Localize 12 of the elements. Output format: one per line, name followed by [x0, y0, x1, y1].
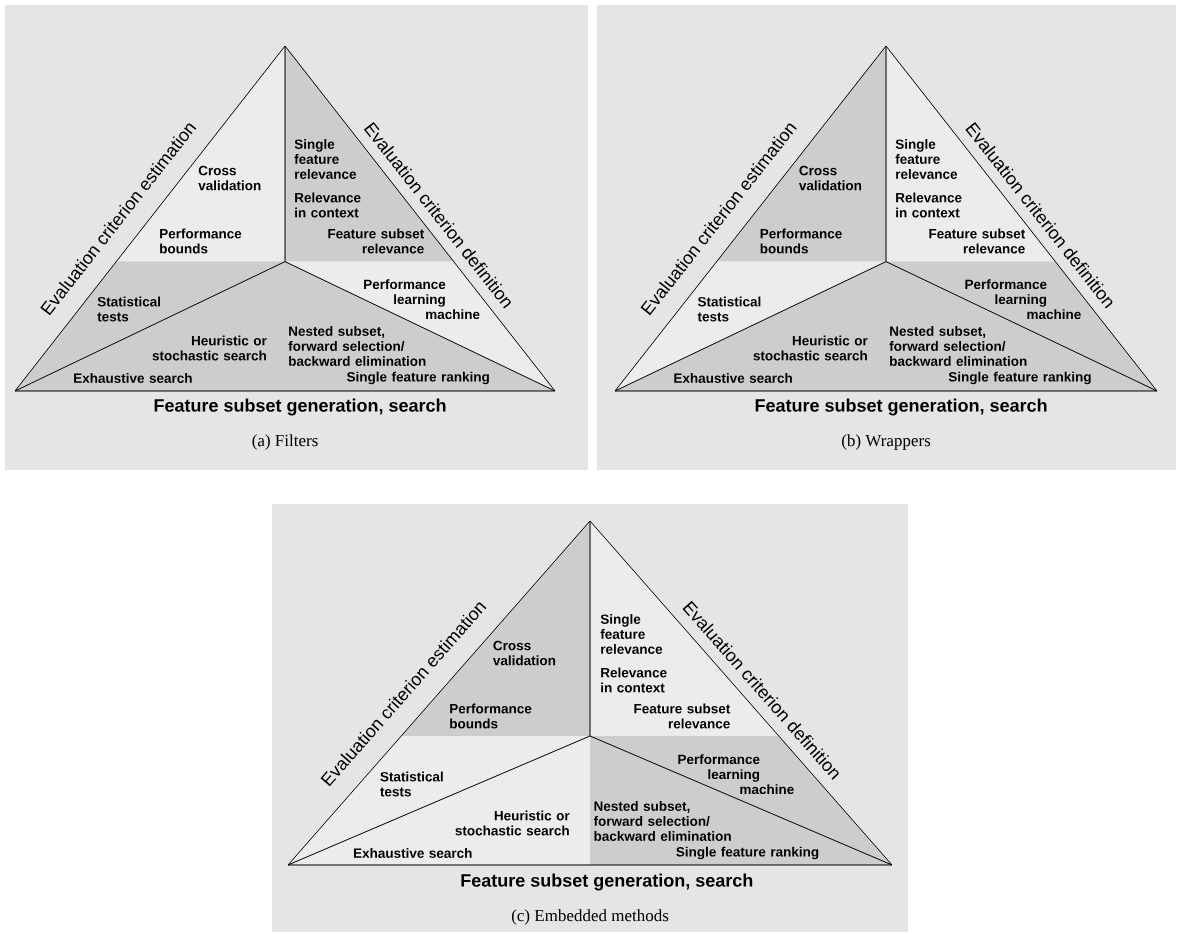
- node-label: Single feature ranking: [346, 371, 489, 385]
- node-label: Heuristic or stochastic search: [753, 335, 868, 361]
- node-label: Nested subset, forward selection/ backward elimination: [889, 326, 1027, 366]
- node-label: Single feature ranking: [948, 371, 1091, 385]
- node-label: Feature subset generation, search: [755, 398, 1047, 416]
- node-label: Feature subset generation, search: [154, 398, 446, 416]
- node-label: Exhaustive search: [674, 373, 792, 383]
- node-label: Nested subset, forward selection/ backward elimination: [288, 326, 426, 366]
- node-label: Feature subset generation, search: [461, 873, 753, 891]
- node-label: Heuristic or stochastic search: [152, 335, 267, 361]
- node-label: Performance learning machine: [965, 279, 1081, 320]
- node-label: Exhaustive search: [74, 373, 192, 383]
